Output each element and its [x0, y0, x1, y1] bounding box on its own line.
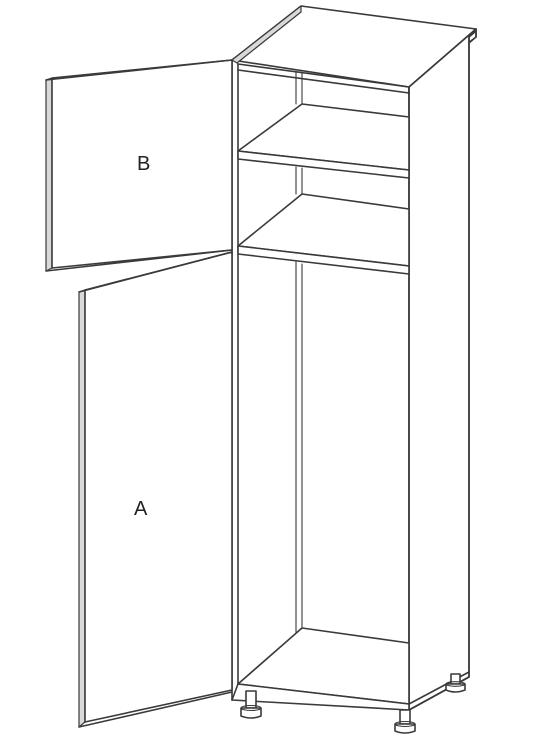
leg-back-right: [445, 673, 466, 693]
upper-shelf: [237, 103, 410, 179]
leg-front-right: [394, 709, 416, 734]
cabinet-legs: [240, 673, 466, 734]
cabinet-bottom: [231, 627, 470, 711]
middle-shelf: [237, 193, 410, 275]
door-b-label: B: [137, 153, 150, 175]
cabinet-left-edge: [231, 59, 239, 701]
door-a: [78, 251, 233, 728]
door-a-label: A: [134, 498, 148, 520]
leg-front-left: [240, 690, 262, 719]
cabinet-side-panel: [408, 28, 477, 711]
door-b: [45, 59, 233, 272]
